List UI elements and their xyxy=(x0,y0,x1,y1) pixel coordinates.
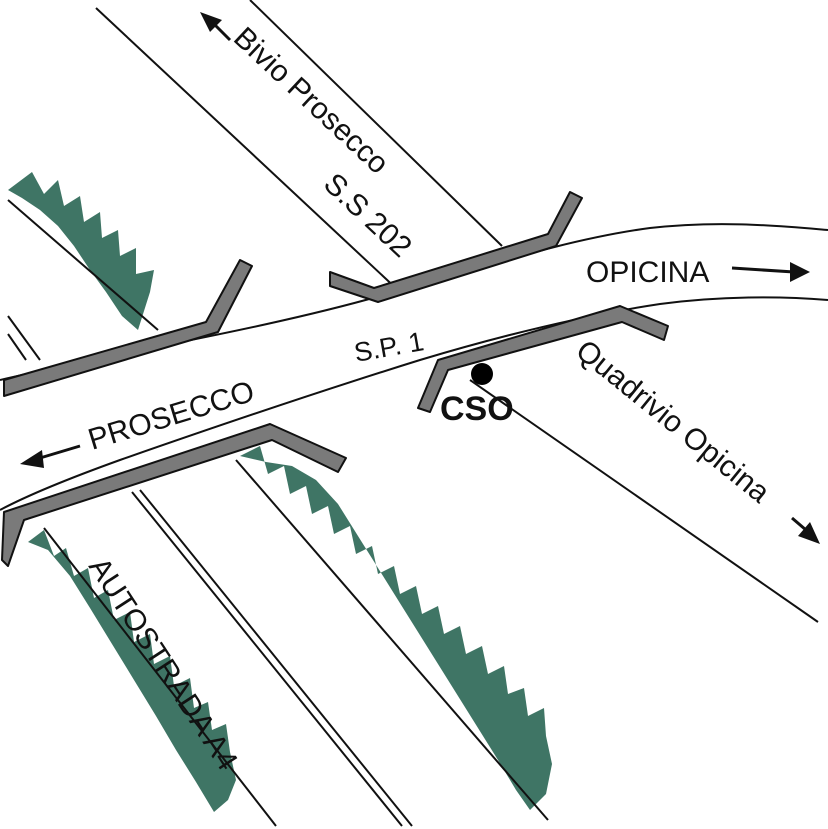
label-cso: CSO xyxy=(440,390,514,428)
label-ss202: S.S 202 xyxy=(317,167,418,264)
arrow-icon xyxy=(731,262,810,282)
bridge-parapets xyxy=(1,191,669,567)
dot-marker-icon xyxy=(471,363,493,385)
embankment-left-upper xyxy=(8,172,154,330)
embankment-center xyxy=(240,446,552,810)
label-autostrada-a4: AUTOSTRADA A4 xyxy=(82,552,244,776)
embankment-left-lower xyxy=(28,530,236,812)
arrow-icon xyxy=(791,516,820,544)
arrow-icon xyxy=(200,12,232,42)
arrow-icon xyxy=(20,444,81,468)
road-lines xyxy=(7,0,819,827)
label-bivio-prosecco: Bivio Prosecco xyxy=(227,21,395,180)
label-opicina: OPICINA xyxy=(586,256,709,289)
label-quadrivio-opicina: Quadrivio Opicina xyxy=(570,334,776,510)
